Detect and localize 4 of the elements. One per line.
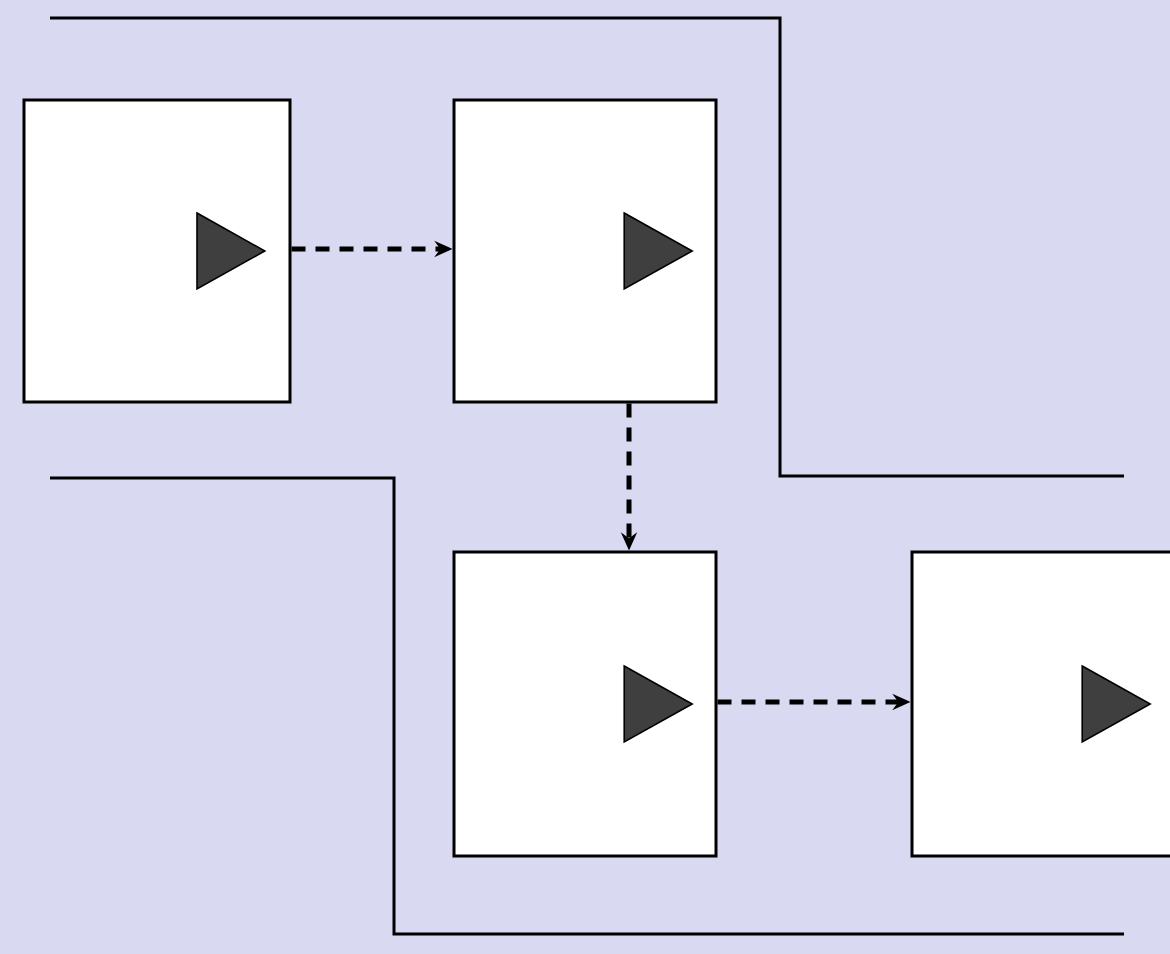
block-box	[22, 98, 292, 404]
block-box	[452, 550, 718, 858]
block-box	[452, 98, 718, 404]
block-box	[910, 550, 1170, 858]
